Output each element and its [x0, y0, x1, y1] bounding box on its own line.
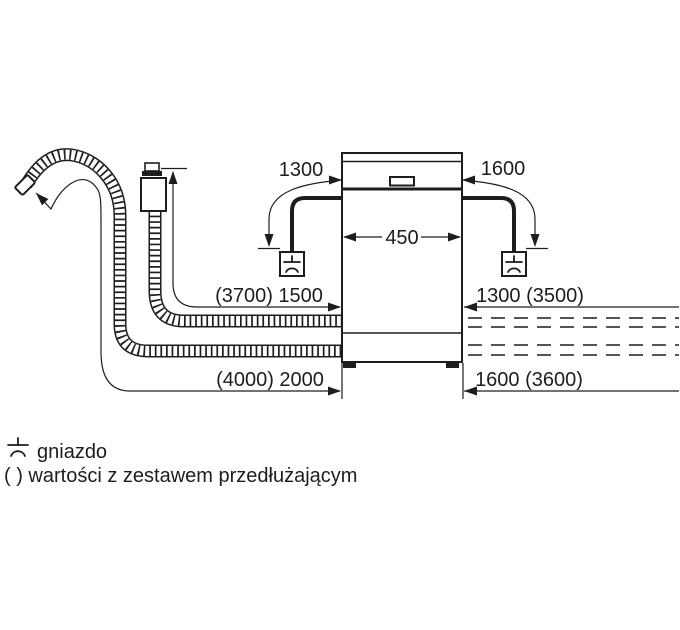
dim-drain-hose-leader: [35, 179, 341, 396]
power-cable-left: [290, 196, 341, 253]
socket-icon: [283, 255, 301, 273]
foot-left: [343, 362, 356, 368]
arrowhead: [328, 302, 341, 312]
dim-right-lower: [462, 363, 679, 399]
arrowhead: [448, 232, 461, 242]
label-drain-hose: (4000) 2000: [216, 369, 324, 391]
dim-inlet-hose-leader: [161, 167, 341, 312]
hose-corrugation: [21, 149, 342, 356]
foot-right: [446, 362, 459, 368]
door-handle: [389, 176, 415, 187]
tap-fitting: [144, 162, 160, 172]
legend-socket-icon: [7, 437, 29, 457]
drain-hose: [14, 148, 342, 358]
arrowhead: [530, 234, 540, 247]
label-right-upper: 1300 (3500): [476, 285, 584, 307]
arrowhead: [329, 175, 342, 185]
valve-housing: [140, 177, 167, 212]
fitting-nut: [142, 171, 162, 176]
arrowhead: [264, 234, 274, 247]
inlet-hose: [140, 162, 342, 328]
legend-extension-label: ( ) wartości z zestawem przedłużającym: [4, 465, 357, 487]
label-cable-left: 1300: [279, 159, 324, 181]
label-appliance-width: 450: [385, 227, 418, 249]
power-cable-right: [463, 196, 516, 253]
label-right-lower: 1600 (3600): [475, 369, 583, 391]
arrowhead: [464, 386, 477, 396]
dim-appliance-width: [343, 232, 461, 242]
arrowhead: [464, 302, 477, 312]
drain-hose-end-fitting: [14, 174, 36, 196]
aquastop-valve: [140, 162, 167, 212]
arrowhead: [343, 232, 356, 242]
dim-right-upper: [464, 302, 679, 312]
arrowhead: [462, 175, 475, 185]
label-cable-right: 1600: [481, 158, 526, 180]
legend: gniazdo ( ) wartości z zestawem przedłuż…: [4, 437, 357, 487]
socket-icon: [505, 255, 523, 273]
arrowhead: [168, 171, 178, 184]
leader-line: [172, 172, 340, 308]
arrowhead: [36, 193, 49, 206]
dim-cable-right-leader: [461, 175, 548, 250]
cable-line: [290, 196, 341, 253]
legend-socket-label: gniazdo: [37, 441, 107, 463]
dishwasher: [341, 152, 463, 368]
leader-line: [35, 179, 340, 392]
cable-line: [463, 196, 516, 253]
label-inlet-hose: (3700) 1500: [215, 285, 323, 307]
socket-right: [501, 251, 527, 277]
dim-cable-left-leader: [258, 175, 343, 250]
arrowhead: [328, 386, 341, 396]
socket-left: [279, 251, 305, 277]
extended-hoses-dashed: [468, 317, 679, 356]
hose-body: [150, 210, 342, 326]
